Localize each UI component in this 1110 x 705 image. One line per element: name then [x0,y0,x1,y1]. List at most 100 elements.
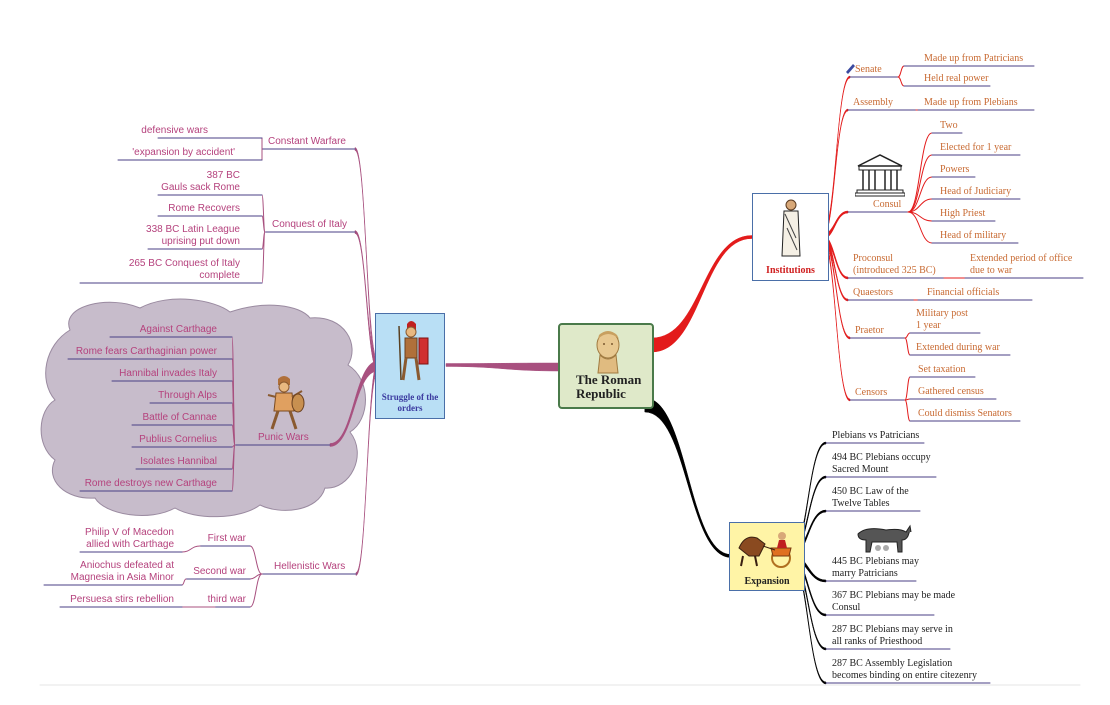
expansion-item-4[interactable]: 367 BC Plebians may be made Consul [832,590,956,613]
institutions-sub-label-3-0[interactable]: Extended period of office due to war [970,253,1073,276]
left-branch-label-1[interactable]: Conquest of Italy [272,219,348,230]
left-sub-label-1-2[interactable]: 338 BC Latin League uprising put down [146,224,240,247]
institutions-branch-6 [821,234,851,402]
expansion-item-3[interactable]: 445 BC Plebians may marry Patricians [832,556,919,579]
left-sub-connector-2-4 [231,424,236,446]
left-sub-label-1-3[interactable]: 265 BC Conquest of Italy complete [128,258,240,281]
senate-marker-icon [846,64,855,74]
struggle-of-the-orders-node[interactable]: Struggle of the orders [375,313,445,419]
hellenistic-war-label-2[interactable]: third war [207,594,246,605]
left-sub-connector-2-7 [231,444,236,492]
institutions-sub-connector-6-0 [904,376,911,401]
institutions-sub-label-5-1[interactable]: Extended during war [916,342,1000,353]
left-sub-label-2-7[interactable]: Rome destroys new Carthage [84,478,217,489]
institutions-sub-connector-2-0 [907,132,933,213]
institutions-sub-label-2-2[interactable]: Powers [940,164,970,175]
institutions-sub-connector-0-0 [897,65,905,78]
institutions-sub-label-5-0[interactable]: Military post 1 year [916,308,968,331]
central-topic-title: The Roman Republic [576,372,642,401]
expansion-item-5[interactable]: 287 BC Plebians may serve in all ranks o… [832,624,953,647]
she-wolf-icon [857,524,912,553]
institutions-sub-label-4-0[interactable]: Financial officials [927,287,1000,298]
institutions-sub-label-6-2[interactable]: Could dismiss Senators [918,408,1012,419]
institutions-sub-label-2-4[interactable]: High Priest [940,208,986,219]
expansion-item-2[interactable]: 450 BC Law of the Twelve Tables [832,486,909,509]
institutions-sub-connector-2-5 [907,211,933,244]
left-sub-label-1-0[interactable]: 387 BC Gauls sack Rome [161,170,240,193]
left-sub-label-2-6[interactable]: Isolates Hannibal [140,456,217,467]
expansion-item-6[interactable]: 287 BC Assembly Legislation becomes bind… [832,658,977,681]
expansion-item-1[interactable]: 494 BC Plebians occupy Sacred Mount [832,452,931,475]
left-sub-label-2-4[interactable]: Battle of Cannae [142,412,218,423]
left-sub-label-2-2[interactable]: Hannibal invades Italy [119,368,217,379]
chariot-icon [738,532,792,568]
institutions-branch-label-6[interactable]: Censors [855,387,888,398]
expansion-node[interactable]: Expansion [729,522,805,591]
left-sub-label-0-1[interactable]: 'expansion by accident' [132,147,235,158]
roman-soldier-icon [398,321,429,381]
expansion-title: Expansion [744,576,790,587]
statue-head-icon [596,331,620,374]
left-branch-3 [355,360,379,576]
institutions-branch-label-1[interactable]: Assembly [853,97,893,108]
left-branch-label-0[interactable]: Constant Warfare [268,136,346,147]
institutions-sub-label-6-0[interactable]: Set taxation [918,364,966,375]
left-sub-label-2-3[interactable]: Through Alps [158,390,217,401]
left-branch-1 [354,230,379,372]
hellenistic-war-label-0[interactable]: First war [207,533,246,544]
hellenistic-sub-label-1[interactable]: Aniochus defeated at Magnesia in Asia Mi… [70,560,174,583]
institutions-branch-5 [821,234,851,340]
hellenistic-sub-label-0[interactable]: Philip V of Macedon allied with Carthage [85,527,174,550]
left-branch-label-3[interactable]: Hellenistic Wars [274,561,346,572]
left-sub-label-2-0[interactable]: Against Carthage [139,324,217,335]
left-sub-label-1-1[interactable]: Rome Recovers [168,203,240,214]
institutions-title: Institutions [766,265,815,276]
institutions-sub-label-2-3[interactable]: Head of Judiciary [940,186,1012,197]
institutions-sub-connector-2-3 [907,198,933,213]
institutions-branch-label-0[interactable]: Senate [855,64,882,75]
institutions-sub-label-2-1[interactable]: Elected for 1 year [940,142,1012,153]
hellenistic-sub-label-2[interactable]: Persuesa stirs rebellion [70,594,174,605]
central-topic-node[interactable]: The Roman Republic [558,323,654,409]
hellenistic-connector-2 [249,573,263,608]
institutions-sub-label-2-0[interactable]: Two [940,120,958,131]
institutions-node[interactable]: Institutions [752,193,829,281]
toga-figure-icon [781,199,801,257]
left-branch-2 [329,360,379,447]
left-sub-label-2-5[interactable]: Publius Cornelius [139,434,217,445]
institutions-sub-label-0-0[interactable]: Made up from Patricians [924,53,1024,64]
center-to-institutions-connector [651,235,753,353]
institutions-branch-1 [821,108,849,240]
center-to-expansion-connector [644,397,732,558]
institutions-sub-label-0-1[interactable]: Held real power [924,73,989,84]
expansion-item-0[interactable]: Plebians vs Patricians [832,430,920,441]
institutions-sub-connector-5-0 [904,332,911,339]
left-sub-label-2-1[interactable]: Rome fears Carthaginian power [75,346,217,357]
institutions-sub-label-2-5[interactable]: Head of military [940,230,1007,241]
hellenistic-connector-0 [249,545,263,575]
left-sub-connector-1-3 [261,231,266,284]
institutions-branch-label-3[interactable]: Proconsul (introduced 325 BC) [853,253,936,276]
hellenistic-sub-connector-0 [181,545,201,553]
institutions-branch-label-5[interactable]: Praetor [855,325,884,336]
hellenistic-war-label-1[interactable]: Second war [193,566,246,577]
institutions-sub-connector-0-1 [897,76,905,87]
temple-icon [855,154,905,197]
left-sub-connector-1-1 [261,215,266,233]
institutions-sub-label-6-1[interactable]: Gathered census [918,386,984,397]
left-branch-label-2[interactable]: Punic Wars [258,432,309,443]
institutions-sub-connector-2-2 [907,176,933,213]
struggle-node-title: Struggle of the orders [381,392,439,413]
institutions-branch-label-2[interactable]: Consul [873,199,902,210]
punic-wars-cloud [40,298,366,518]
left-branch-0 [354,147,379,372]
center-to-struggle-connector [445,362,561,372]
institutions-sub-connector-6-2 [904,399,911,422]
institutions-sub-label-1-0[interactable]: Made up from Plebians [924,97,1018,108]
left-sub-label-0-0[interactable]: defensive wars [141,125,208,136]
institutions-sub-connector-2-1 [907,154,933,213]
institutions-branch-label-4[interactable]: Quaestors [853,287,893,298]
gladiator-icon [267,376,305,430]
institutions-sub-connector-5-1 [904,337,911,356]
